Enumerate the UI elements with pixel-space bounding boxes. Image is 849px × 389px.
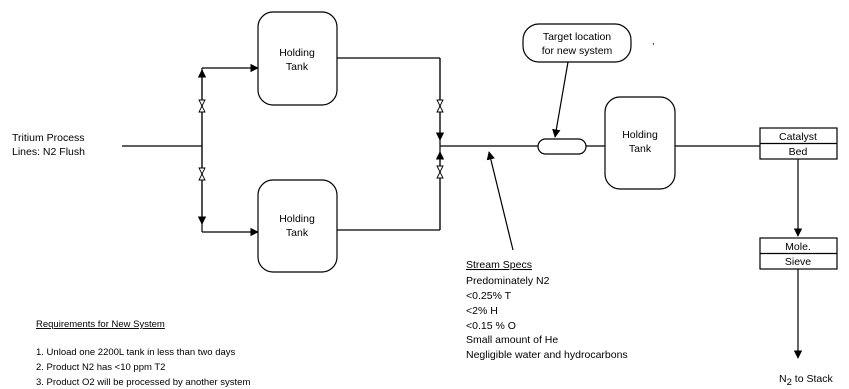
tank-top-label-line1: Holding bbox=[279, 47, 315, 59]
catalyst-label-line1: Catalyst bbox=[779, 131, 817, 143]
stream-specs-pointer bbox=[486, 151, 514, 251]
stray-mark: , bbox=[652, 36, 655, 47]
valve-icon bbox=[198, 99, 206, 113]
target-label-line1: Target location bbox=[543, 31, 611, 43]
target-label-line2: for new system bbox=[542, 45, 613, 57]
holding-tank-bottom bbox=[257, 179, 338, 273]
target-location-callout bbox=[522, 23, 632, 63]
requirement-item: 1. Unload one 2200L tank in less than tw… bbox=[36, 347, 236, 358]
catalyst-label-line2: Bed bbox=[789, 146, 808, 158]
sieve-label-line1: Mole. bbox=[785, 241, 811, 253]
stream-spec-line: Predominately N2 bbox=[466, 275, 550, 287]
stream-spec-line: Small amount of He bbox=[466, 334, 558, 346]
valve-icon bbox=[198, 167, 206, 181]
outlet-label: N2 to Stack bbox=[779, 373, 833, 388]
inlet-label-line2: Lines: N2 Flush bbox=[12, 146, 85, 158]
tank-top-label-line2: Tank bbox=[286, 61, 309, 73]
sieve-label-line2: Sieve bbox=[785, 256, 811, 268]
requirement-item: 2. Product N2 has <10 ppm T2 bbox=[36, 362, 165, 373]
stream-spec-line: <2% H bbox=[466, 305, 498, 317]
tank-bottom-label-line2: Tank bbox=[286, 227, 309, 239]
stream-spec-line: <0.15 % O bbox=[466, 320, 516, 332]
new-system-unit bbox=[537, 138, 587, 155]
stream-spec-line: <0.25% T bbox=[466, 290, 512, 302]
holding-tank-right bbox=[604, 96, 676, 190]
tank-bottom-label-line1: Holding bbox=[279, 213, 315, 225]
outlet-label-suffix: to Stack bbox=[792, 373, 834, 385]
valve-icon bbox=[436, 99, 444, 113]
valve-icon bbox=[436, 165, 444, 179]
requirements-title: Requirements for New System bbox=[36, 319, 165, 330]
tank-right-label-line1: Holding bbox=[622, 129, 658, 141]
outlet-label-sub: 2 bbox=[787, 377, 792, 388]
stream-spec-line: Negligible water and hydrocarbons bbox=[466, 349, 628, 361]
target-pointer-arrow bbox=[552, 61, 569, 138]
inlet-label-line1: Tritium Process bbox=[12, 132, 85, 144]
requirement-item: 3. Product O2 will be processed by anoth… bbox=[36, 377, 250, 388]
tank-right-label-line2: Tank bbox=[629, 143, 652, 155]
outlet-label-n: N bbox=[779, 373, 787, 385]
stream-specs-title: Stream Specs bbox=[466, 259, 532, 271]
